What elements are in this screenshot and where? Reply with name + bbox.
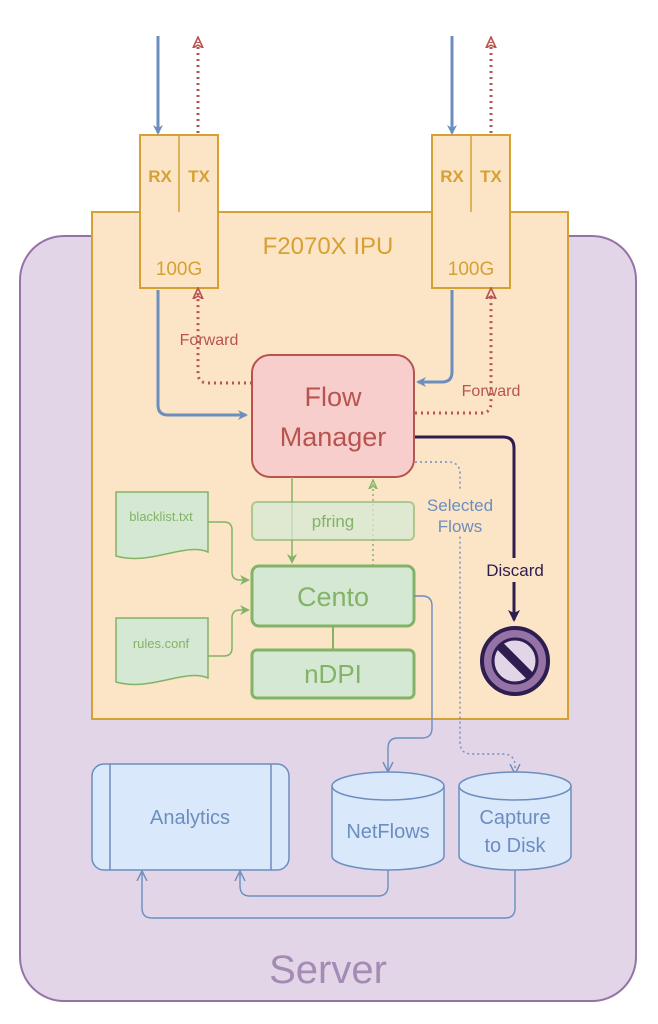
netflows-label: NetFlows	[346, 821, 429, 843]
capture-store: Capture to Disk	[458, 771, 572, 871]
rules-label: rules.conf	[133, 636, 190, 651]
ndpi-box	[250, 648, 416, 700]
rx-left-to-flow-manager	[156, 290, 248, 420]
flow-manager-line2: Manager	[280, 422, 387, 452]
selected-flows-line2: Flows	[438, 517, 482, 536]
blacklist-label: blacklist.txt	[129, 509, 193, 524]
port-right-speed: 100G	[448, 259, 494, 280]
port-left: RX TX 100G	[139, 134, 219, 289]
port-right-tx: TX	[480, 167, 502, 186]
forward-arrow-right	[415, 293, 491, 415]
port-left-speed: 100G	[156, 259, 202, 280]
netflows-store: NetFlows	[331, 771, 445, 871]
selected-flows-line1: Selected	[427, 496, 493, 515]
ndpi-label: nDPI	[304, 659, 362, 689]
rules-file: rules.conf	[115, 617, 209, 686]
capture-line1: Capture	[479, 807, 550, 829]
capture-to-analytics	[142, 870, 516, 919]
discard-label: Discard	[486, 561, 544, 580]
forward-arrow-left	[198, 293, 252, 385]
ipu-label: F2070X IPU	[263, 233, 394, 260]
port-left-rx: RX	[148, 167, 172, 186]
no-entry-icon	[480, 626, 550, 696]
discard-label-bg	[478, 558, 552, 582]
blacklist-file: blacklist.txt	[115, 491, 209, 560]
server-label: Server	[269, 948, 387, 992]
rules-to-cento	[208, 605, 250, 657]
forward-label-left: Forward	[180, 332, 239, 349]
flow-manager-line1: Flow	[304, 382, 362, 412]
netflows-to-analytics	[240, 870, 389, 897]
pfring-label: pfring	[312, 512, 355, 531]
capture-line2: to Disk	[484, 835, 546, 857]
forward-label-right: Forward	[462, 383, 521, 400]
port-left-tx: TX	[188, 167, 210, 186]
port-right: RX TX 100G	[431, 134, 511, 289]
flow-manager-box	[251, 354, 415, 478]
blacklist-to-cento	[208, 521, 250, 585]
cento-to-netflows	[388, 595, 433, 770]
discard-arrow	[415, 435, 520, 622]
analytics-box: Analytics	[91, 763, 290, 871]
rx-right-to-flow-manager	[416, 290, 454, 387]
pfring-box	[251, 501, 415, 541]
selected-flows-arrow	[415, 461, 515, 772]
analytics-label: Analytics	[150, 807, 230, 829]
selected-flows-label-bg	[416, 490, 504, 536]
port-right-rx: RX	[440, 167, 464, 186]
cento-label: Cento	[297, 582, 369, 612]
